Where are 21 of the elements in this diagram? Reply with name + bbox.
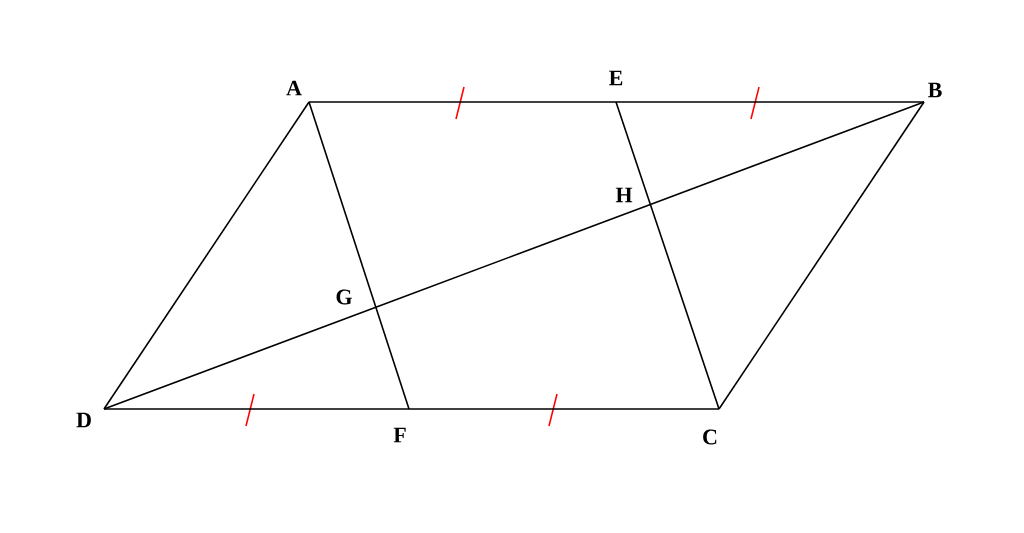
line-segment	[718, 101, 925, 410]
line-segment	[408, 408, 720, 410]
line-segment	[103, 306, 377, 410]
point-label: D	[76, 412, 91, 428]
point-label: E	[609, 70, 623, 86]
line-segment	[615, 101, 652, 206]
line-segment	[649, 203, 720, 410]
point-label: H	[615, 187, 633, 203]
line-segment	[308, 101, 617, 103]
point-label: B	[928, 82, 942, 98]
line-segment	[375, 306, 410, 410]
point-label: A	[286, 80, 302, 96]
line-segment	[308, 101, 377, 309]
line-segment	[103, 101, 310, 410]
line-segment	[375, 203, 652, 309]
point-label: G	[336, 289, 352, 305]
line-segment	[649, 101, 925, 206]
line-segment	[615, 101, 925, 103]
point-label: F	[393, 427, 406, 443]
point-label: C	[703, 429, 717, 445]
line-segment	[103, 408, 410, 410]
